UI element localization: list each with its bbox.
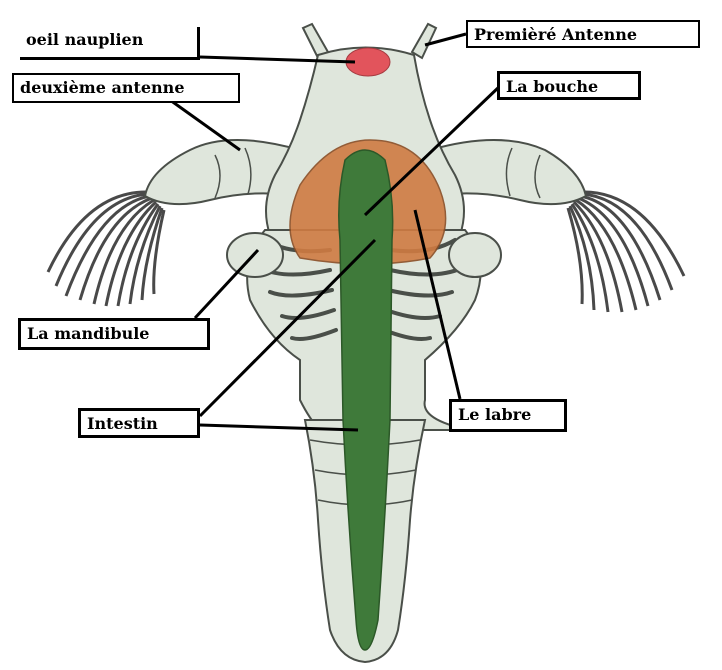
label-le-labre: Le labre xyxy=(449,399,567,432)
label-premiere-antenne: Premièré Antenne xyxy=(466,20,700,48)
leader-deuxieme xyxy=(170,100,240,150)
right-mandible xyxy=(449,233,501,277)
label-oeil-nauplien: oeil nauplien xyxy=(20,27,200,60)
left-antenna-bristles xyxy=(48,192,164,306)
label-la-mandibule: La mandibule xyxy=(18,318,210,350)
label-deuxieme-antenne: deuxième antenne xyxy=(12,73,240,103)
label-intestin: Intestin xyxy=(78,408,200,438)
right-antenna-bristles xyxy=(568,192,684,312)
label-la-bouche: La bouche xyxy=(497,71,641,100)
